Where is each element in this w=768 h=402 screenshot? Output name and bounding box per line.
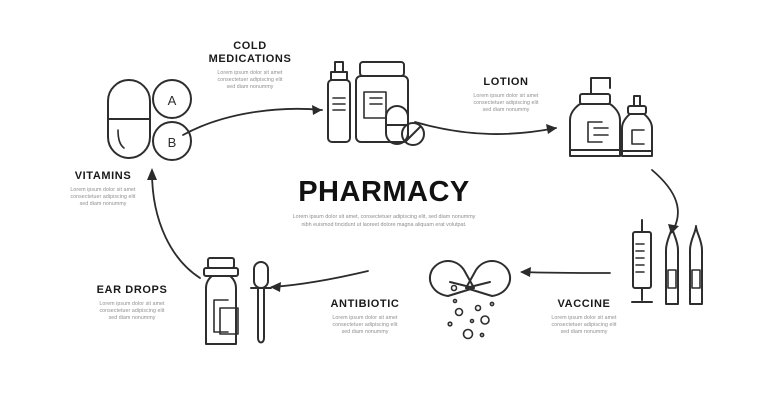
arrow-eardrops-to-vitamins: [151, 171, 201, 279]
antibiotic-body: Lorem ipsum dolor sit amet consectetuer …: [332, 315, 398, 335]
cold-medications-body: Lorem ipsum dolor sit amet consectetuer …: [217, 70, 283, 90]
label-vaccine: VACCINE Lorem ipsum dolor sit amet conse…: [518, 298, 650, 336]
arrow-cold-to-lotion: [414, 121, 557, 135]
dropper-bottle-pipette-icon: [203, 257, 272, 345]
arrow-head-vitamins: [147, 168, 157, 180]
label-ear-drops: EAR DROPS Lorem ipsum dolor sit amet con…: [66, 284, 198, 322]
page-title: PHARMACY: [298, 176, 470, 208]
syringe-ampoules-icon: [631, 219, 703, 305]
tablet-label-a: A: [168, 93, 177, 108]
label-cold-medications: COLD MEDICATIONS Lorem ipsum dolor sit a…: [180, 40, 320, 91]
arrow-head-antibiotic: [520, 267, 531, 277]
label-vitamins: VITAMINS Lorem ipsum dolor sit amet cons…: [38, 170, 168, 208]
label-antibiotic: ANTIBIOTIC Lorem ipsum dolor sit amet co…: [298, 298, 432, 336]
vitamins-title: VITAMINS: [74, 170, 132, 182]
ear-drops-title: EAR DROPS: [96, 284, 168, 296]
center-title-block: PHARMACY Lorem ipsum dolor sit amet, con…: [236, 176, 532, 229]
antibiotic-title: ANTIBIOTIC: [330, 298, 400, 310]
lotion-body: Lorem ipsum dolor sit amet consectetuer …: [473, 93, 539, 113]
label-lotion: LOTION Lorem ipsum dolor sit amet consec…: [440, 76, 572, 114]
lotion-title: LOTION: [483, 76, 529, 88]
cold-medications-title: COLD MEDICATIONS: [208, 40, 292, 65]
arrow-vaccine-to-antibiotic: [521, 271, 611, 274]
arrow-head-eardrops: [270, 282, 281, 292]
vaccine-title: VACCINE: [557, 298, 611, 310]
tablet-label-b: B: [168, 135, 177, 150]
vaccine-body: Lorem ipsum dolor sit amet consectetuer …: [551, 315, 617, 335]
open-capsule-granules-icon: [429, 260, 511, 340]
arrow-head-lotion: [546, 124, 557, 134]
center-description: Lorem ipsum dolor sit amet, consectetuer…: [292, 214, 476, 228]
capsule-ab-tablets-icon: A B: [107, 79, 192, 161]
ear-drops-body: Lorem ipsum dolor sit amet consectetuer …: [99, 301, 165, 321]
vitamins-body: Lorem ipsum dolor sit amet consectetuer …: [70, 187, 136, 207]
pill-bottles-icon: [327, 61, 425, 146]
lotion-pump-bottles-icon: [569, 77, 653, 157]
arrow-vitamins-to-cold: [182, 107, 323, 136]
arrow-head-cold: [312, 105, 322, 115]
